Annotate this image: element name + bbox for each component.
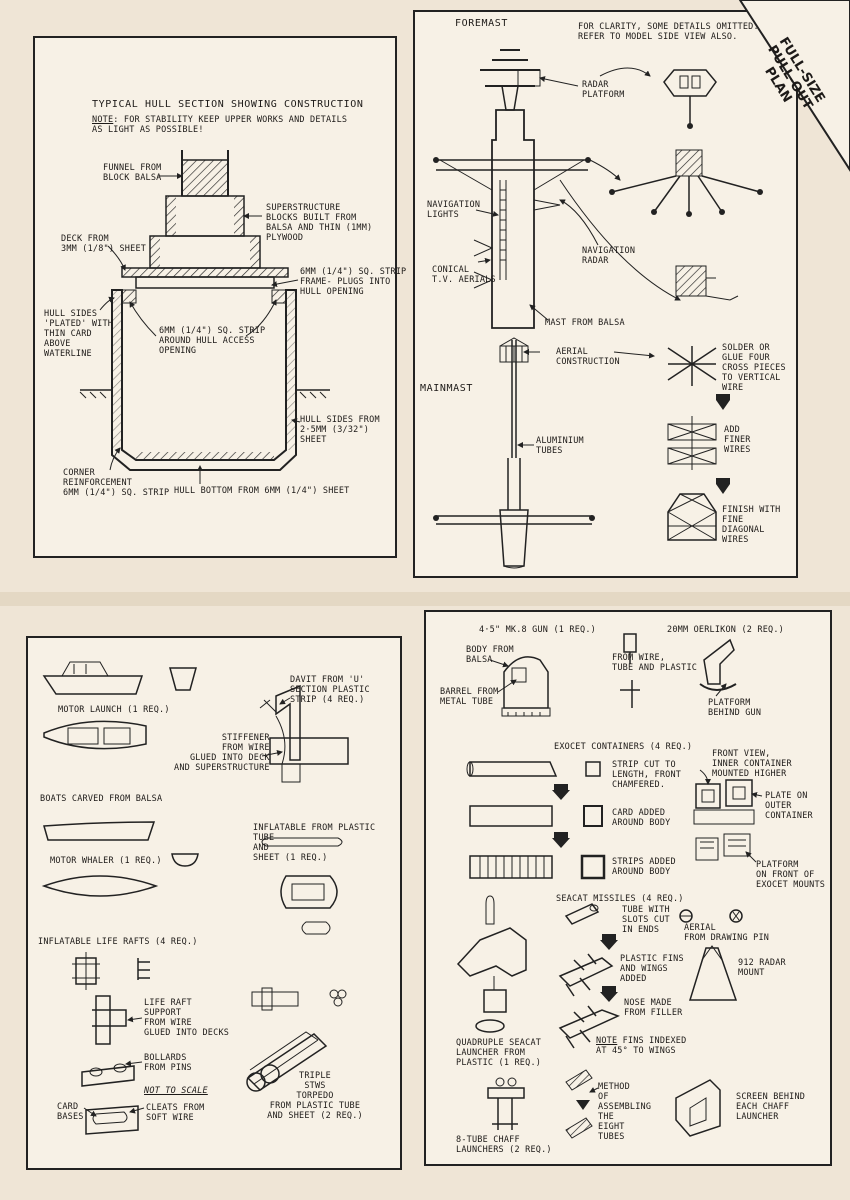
chaff-label: 8-TUBE CHAFF LAUNCHERS (2 REQ.): [456, 1135, 552, 1155]
conical-aerials-label: CONICAL T.V. AERIALS: [432, 265, 496, 285]
method-label: METHOD OF ASSEMBLING THE EIGHT TUBES: [598, 1082, 652, 1142]
finish-label: FINISH WITH FINE DIAGONAL WIRES: [722, 505, 781, 545]
strips-added-label: STRIPS ADDED AROUND BODY: [612, 857, 676, 877]
platform-behind-gun-label: PLATFORM BEHIND GUN: [708, 698, 762, 718]
torpedo-label: TRIPLE STWS TORPEDO FROM PLASTIC TUBE AN…: [267, 1071, 363, 1121]
radar-912-label: 912 RADAR MOUNT: [738, 958, 786, 978]
mast-panel: [413, 10, 798, 578]
platform-exocet-label: PLATFORM ON FRONT OF EXOCET MOUNTS: [756, 860, 826, 890]
screen-label: SCREEN BEHIND EACH CHAFF LAUNCHER: [736, 1092, 806, 1122]
navigation-radar-label: NAVIGATION RADAR: [582, 246, 636, 266]
life-rafts-label: INFLATABLE LIFE RAFTS (4 REQ.): [38, 937, 198, 947]
cleats-label: CLEATS FROM SOFT WIRE: [146, 1103, 205, 1123]
tube-slots-label: TUBE WITH SLOTS CUT IN ENDS: [622, 905, 670, 935]
aerial-construction-label: AERIAL CONSTRUCTION: [556, 347, 620, 367]
deck-label: DECK FROM 3mm (1/8") SHEET: [61, 234, 147, 254]
seacat-label: SEACAT MISSILES (4 REQ.): [556, 894, 684, 904]
stiffener-label: STIFFENER FROM WIRE GLUED INTO DECK AND …: [174, 733, 270, 773]
plastic-fins-label: PLASTIC FINS AND WINGS ADDED: [620, 954, 684, 984]
barrel-label: BARREL FROM METAL TUBE: [440, 687, 499, 707]
fins-note: NOTE FINS INDEXED AT 45° TO WINGS: [596, 1036, 686, 1056]
mast-balsa-label: MAST FROM BALSA: [545, 318, 625, 328]
exocet-label: EXOCET CONTAINERS (4 REQ.): [554, 742, 693, 752]
note-word: NOTE: [92, 115, 114, 125]
motor-launch-label: MOTOR LAUNCH (1 REQ.): [58, 705, 170, 715]
card-bases-label: CARD BASES: [57, 1102, 84, 1122]
oerlikon-label: 20mm OERLIKON (2 REQ.): [667, 625, 784, 635]
quad-seacat-label: QUADRUPLE SEACAT LAUNCHER FROM PLASTIC (…: [456, 1038, 542, 1068]
add-finer-label: ADD FINER WIRES: [724, 425, 751, 455]
davit-label: DAVIT FROM 'U' SECTION PLASTIC STRIP (4 …: [290, 675, 370, 705]
bollards-label: BOLLARDS FROM PINS: [144, 1053, 192, 1073]
radar-platform-label: RADAR PLATFORM: [582, 80, 625, 100]
corner-reinforcement-label: CORNER REINFORCEMENT 6mm (1/4") SQ. STRI…: [63, 468, 170, 498]
fins-note-word: NOTE: [596, 1036, 618, 1046]
body-balsa-label: BODY FROM BALSA: [466, 645, 514, 665]
aluminium-tubes-label: ALUMINIUM TUBES: [536, 436, 584, 456]
navigation-lights-label: NAVIGATION LIGHTS: [427, 200, 481, 220]
card-added-label: CARD ADDED AROUND BODY: [612, 808, 671, 828]
plate-outer-label: PLATE ON OUTER CONTAINER: [765, 791, 813, 821]
fins-note-text: FINS INDEXED AT 45° TO WINGS: [596, 1036, 687, 1056]
note-text: : FOR STABILITY KEEP UPPER WORKS AND DET…: [92, 115, 348, 135]
superstructure-label: SUPERSTRUCTURE BLOCKS BUILT FROM BALSA A…: [266, 203, 373, 243]
motor-whaler-label: MOTOR WHALER (1 REQ.): [50, 856, 162, 866]
hull-bottom-label: HULL BOTTOM FROM 6mm (1/4") SHEET: [174, 486, 350, 496]
gun-label: 4·5" Mk.8 GUN (1 REQ.): [479, 625, 596, 635]
from-wire-label: FROM WIRE, TUBE AND PLASTIC: [612, 653, 698, 673]
foremast-title: FOREMAST: [455, 18, 508, 29]
aerial-pin-label: AERIAL FROM DRAWING PIN: [684, 923, 770, 943]
weapons-panel: [424, 610, 832, 1166]
hull-sides-from-label: HULL SIDES FROM 2·5mm (3/32") SHEET: [300, 415, 380, 445]
inflatable-label: INFLATABLE FROM PLASTIC TUBE AND SHEET (…: [253, 823, 376, 863]
hull-title: TYPICAL HULL SECTION SHOWING CONSTRUCTIO…: [92, 99, 364, 110]
solder-label: SOLDER OR GLUE FOUR CROSS PIECES TO VERT…: [722, 343, 786, 393]
hull-sides-plated-label: HULL SIDES 'PLATED' WITH THIN CARD ABOVE…: [44, 309, 114, 359]
mainmast-title: MAINMAST: [420, 383, 473, 394]
front-view-label: FRONT VIEW, INNER CONTAINER MOUNTED HIGH…: [712, 749, 792, 779]
boats-panel: [26, 636, 402, 1170]
strip-frame-label: 6mm (1/4") SQ. STRIP FRAME- PLUGS INTO H…: [300, 267, 407, 297]
sq-strip-access-label: 6mm (1/4") SQ. STRIP AROUND HULL ACCESS …: [159, 326, 266, 356]
funnel-label: FUNNEL FROM BLOCK BALSA: [103, 163, 162, 183]
nose-filler-label: NOSE MADE FROM FILLER: [624, 998, 683, 1018]
strip-cut-label: STRIP CUT TO LENGTH, FRONT CHAMFERED.: [612, 760, 682, 790]
page-fold: [0, 592, 850, 606]
raft-support-label: LIFE RAFT SUPPORT FROM WIRE GLUED INTO D…: [144, 998, 230, 1038]
clarity-note: FOR CLARITY, SOME DETAILS OMITTED. REFER…: [578, 22, 759, 42]
not-to-scale-label: NOT TO SCALE: [144, 1086, 208, 1096]
boats-carved-label: BOATS CARVED FROM BALSA: [40, 794, 163, 804]
hull-note: NOTE: FOR STABILITY KEEP UPPER WORKS AND…: [92, 115, 347, 135]
